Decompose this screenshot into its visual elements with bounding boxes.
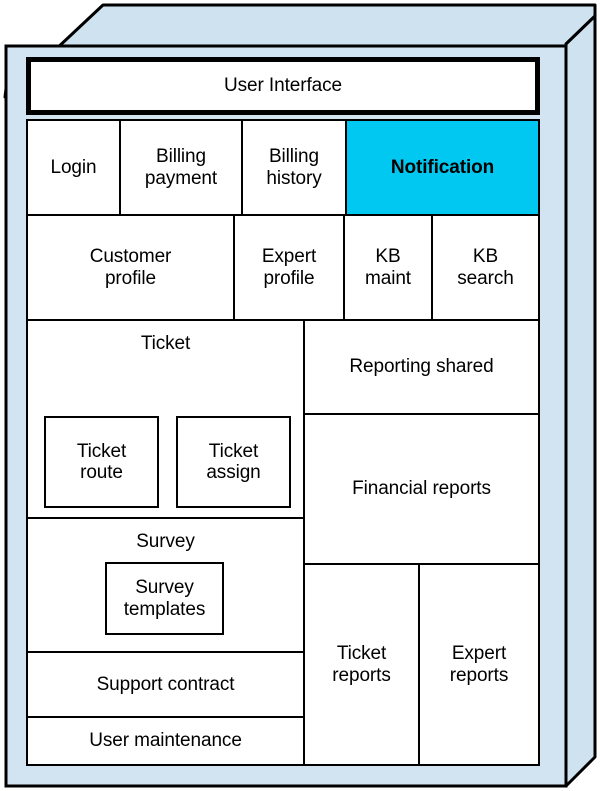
node-survey-group-label: Survey <box>136 531 195 552</box>
node-ticket-reports-label: Ticket reports <box>332 643 391 686</box>
node-user-maintenance[interactable]: User maintenance <box>26 716 305 766</box>
node-ticket-route-label: Ticket route <box>76 440 127 483</box>
node-notification[interactable]: Notification <box>345 119 540 216</box>
node-survey-templates-label: Survey templates <box>123 577 206 620</box>
node-ticket-group-label: Ticket <box>140 333 191 354</box>
node-billing-payment[interactable]: Billing payment <box>119 119 243 216</box>
node-expert-profile[interactable]: Expert profile <box>233 214 345 321</box>
node-login-label: Login <box>50 156 97 178</box>
node-kb-search[interactable]: KB search <box>431 214 540 321</box>
node-support-contract[interactable]: Support contract <box>26 651 305 718</box>
node-billing-history-label: Billing history <box>266 146 322 189</box>
node-kb-search-label: KB search <box>457 246 514 289</box>
node-financial-reports[interactable]: Financial reports <box>303 413 540 565</box>
node-user-maintenance-label: User maintenance <box>89 730 242 752</box>
node-login[interactable]: Login <box>26 119 121 216</box>
node-ticket-route[interactable]: Ticket route <box>44 416 159 508</box>
node-customer-profile[interactable]: Customer profile <box>26 214 235 321</box>
node-expert-reports-label: Expert reports <box>449 643 509 686</box>
node-financial-reports-label: Financial reports <box>352 478 491 500</box>
node-ticket-assign[interactable]: Ticket assign <box>176 416 291 508</box>
node-expert-profile-label: Expert profile <box>261 246 317 289</box>
node-kb-maint-label: KB maint <box>365 246 411 289</box>
node-expert-reports[interactable]: Expert reports <box>418 563 540 766</box>
node-kb-maint[interactable]: KB maint <box>343 214 433 321</box>
node-billing-history[interactable]: Billing history <box>241 119 347 216</box>
node-notification-label: Notification <box>390 156 495 178</box>
node-reporting-shared-label: Reporting shared <box>349 356 494 378</box>
node-customer-profile-label: Customer profile <box>89 246 172 289</box>
node-user-interface-label: User Interface <box>224 75 342 97</box>
node-user-interface[interactable]: User Interface <box>26 57 540 115</box>
node-ticket-reports[interactable]: Ticket reports <box>303 563 420 766</box>
slab-right-face <box>564 14 597 788</box>
node-reporting-shared[interactable]: Reporting shared <box>303 319 540 415</box>
node-ticket-assign-label: Ticket assign <box>206 440 261 483</box>
node-billing-payment-label: Billing payment <box>144 146 218 189</box>
node-support-contract-label: Support contract <box>96 673 235 695</box>
node-survey-templates[interactable]: Survey templates <box>105 562 224 635</box>
